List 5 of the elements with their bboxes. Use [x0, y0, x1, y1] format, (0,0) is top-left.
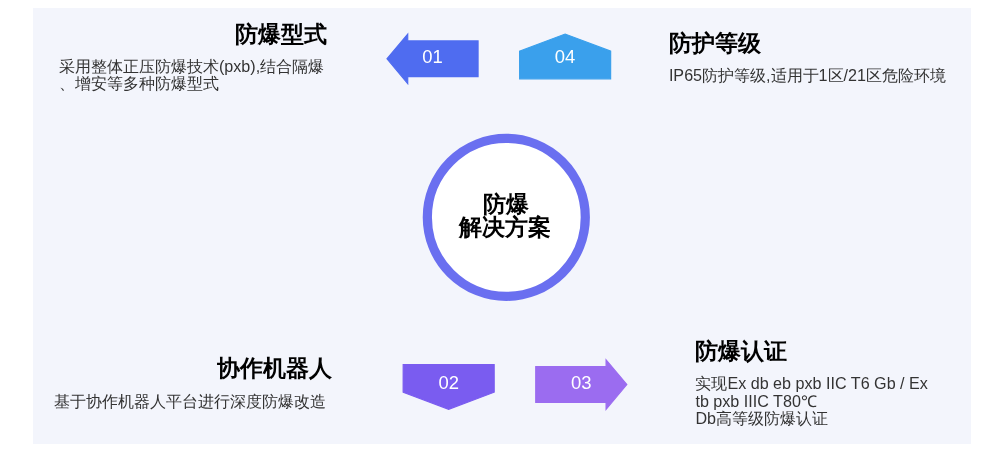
node-text: 防爆型式 采用整体正压防爆技术(pxb),结合隔爆、增安等多种防爆型式	[58, 20, 327, 93]
node-text: 防爆认证 实现Ex db eb pxb IIC T6 Gb / Ex tb pxb IIIC T80℃ Db高等级防爆认证	[694, 338, 928, 427]
node-text: 协作机器人 基于协作机器人平台进行深度防爆改造	[53, 355, 332, 410]
node-text: 防护等级 IP65防护等级,适用于1区/21区危险环境	[668, 29, 946, 84]
node-circle: 防爆解决方案	[422, 133, 590, 301]
